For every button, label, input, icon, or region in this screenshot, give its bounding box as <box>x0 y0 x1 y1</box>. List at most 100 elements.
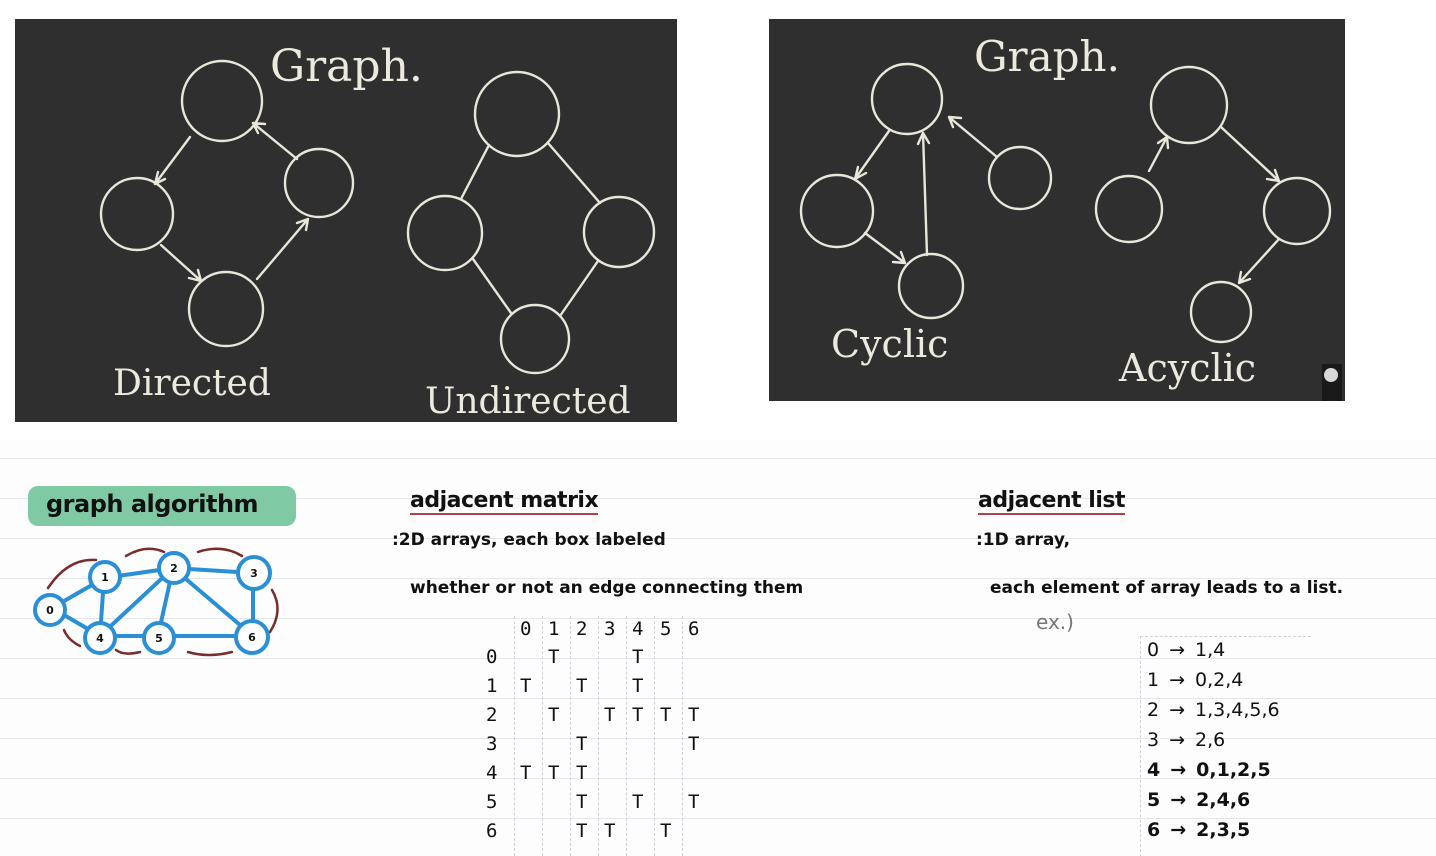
graph-node-label: 0 <box>46 604 54 617</box>
cyclic-node-left <box>799 173 875 249</box>
graph-arc-arrow <box>46 558 98 590</box>
matrix-row-header: 4 <box>486 762 498 784</box>
acyclic-edge-1 <box>1147 135 1170 173</box>
graph-arc-arrow <box>186 650 234 657</box>
example-label: ex.) <box>1036 610 1074 634</box>
ruled-line <box>0 778 1436 779</box>
ruled-line <box>0 538 1436 539</box>
list-row: 6→2,3,5 <box>1147 819 1250 841</box>
acyclic-node-top <box>1149 65 1229 145</box>
list-row-val: 0,1,2,5 <box>1196 759 1271 781</box>
matrix-row-header: 2 <box>486 704 498 726</box>
list-row-key: 6 <box>1147 819 1161 841</box>
matrix-gridline <box>542 616 543 856</box>
undirected-edge-1 <box>459 143 491 201</box>
directed-edge-arrow-3 <box>255 217 310 281</box>
matrix-gridline <box>682 616 683 856</box>
list-row: 3→2,6 <box>1147 729 1225 751</box>
acyclic-node-bottom <box>1189 280 1253 344</box>
graph-node-3 <box>236 555 272 591</box>
list-row: 1 → 0,2,4 <box>1147 669 1243 691</box>
cyclic-edge-4 <box>947 115 999 159</box>
matrix-gridline <box>514 616 515 856</box>
matrix-cell: T <box>576 791 588 813</box>
matrix-col-header: 4 <box>632 618 644 640</box>
matrix-row-header: 1 <box>486 675 498 697</box>
graph-node-label: 6 <box>248 631 256 644</box>
notebook-page: graph algorithm <box>0 440 1436 856</box>
matrix-col-header: 5 <box>660 618 672 640</box>
graph-node-label: 4 <box>96 632 104 645</box>
matrix-cell: T <box>548 762 560 784</box>
cyclic-node-right <box>987 145 1053 211</box>
list-row-val: 2,6 <box>1195 729 1226 751</box>
matrix-gridline <box>570 616 571 856</box>
ruled-line <box>0 698 1436 699</box>
list-row: 2→1,3,4,5,6 <box>1147 699 1280 721</box>
blackboard-directed-undirected: Graph. Directed Undirected <box>15 19 677 422</box>
matrix-cell: T <box>576 675 588 697</box>
list-row-arrow: → <box>1170 789 1187 811</box>
matrix-col-header: 2 <box>576 618 588 640</box>
matrix-cell: T <box>520 762 532 784</box>
graph-node-0 <box>33 593 67 627</box>
list-row-key: 2 <box>1147 699 1160 721</box>
ruled-line <box>0 618 1436 619</box>
cyclic-edge-3 <box>916 131 931 257</box>
list-row-arrow: → <box>1169 699 1186 721</box>
graph-node-label: 5 <box>155 632 163 645</box>
directed-node-left <box>99 176 175 252</box>
matrix-cell: T <box>632 675 644 697</box>
directed-edge-arrow-4 <box>251 121 299 161</box>
matrix-row-header: 6 <box>486 820 498 842</box>
graph-arc-arrow <box>114 648 142 655</box>
list-row-val: 2,3,5 <box>1196 819 1251 841</box>
list-row-key: 3 <box>1147 729 1160 751</box>
graph-arc-arrow <box>268 588 279 634</box>
directed-node-right <box>283 147 355 219</box>
list-description-1: :1D array, <box>976 530 1071 550</box>
list-row: 5→2,4,6 <box>1147 789 1250 811</box>
ruled-line <box>0 818 1436 819</box>
matrix-description-1: :2D arrays, each box labeled <box>392 530 666 550</box>
list-row-arrow: → <box>1169 669 1186 691</box>
notes-title: graph algorithm <box>46 490 259 518</box>
matrix-cell: T <box>576 820 588 842</box>
matrix-row-header: 0 <box>486 646 498 668</box>
list-row-val: 1,4 <box>1195 639 1226 661</box>
graph-node-label: 2 <box>170 562 178 575</box>
undirected-edge-2 <box>546 141 602 205</box>
list-description-2: each element of array leads to a list. <box>990 578 1344 598</box>
list-row-arrow: → <box>1170 759 1187 781</box>
list-row-val: 0,2,4 <box>1195 669 1244 691</box>
ruled-line <box>0 578 1436 579</box>
matrix-cell: T <box>576 733 588 755</box>
undirected-edge-3 <box>558 259 600 318</box>
graph-edge <box>98 566 175 638</box>
cyclic-node-bottom <box>897 252 965 320</box>
list-heading: adjacent list <box>978 488 1125 515</box>
graph-node-2 <box>157 551 191 585</box>
chalk-drawing-cyclic-acyclic: Graph. Cyclic Acyclic <box>799 32 1342 401</box>
list-row-key: 1 <box>1147 669 1160 691</box>
graph-arc-arrow <box>124 547 166 558</box>
ruled-line <box>0 498 1436 499</box>
matrix-cell: T <box>688 733 700 755</box>
label-acyclic: Acyclic <box>1118 346 1256 390</box>
ruled-line <box>0 738 1436 739</box>
board-left-title: Graph. <box>270 41 423 92</box>
matrix-cell: T <box>660 820 672 842</box>
ruled-line <box>0 458 1436 459</box>
chalk-drawing-directed-undirected: Graph. Directed Undirected <box>99 41 656 422</box>
undirected-node-left <box>406 194 484 272</box>
board-right-title: Graph. <box>974 32 1120 81</box>
list-row-key: 4 <box>1147 759 1161 781</box>
directed-node-top <box>180 59 264 143</box>
list-row-val: 2,4,6 <box>1196 789 1251 811</box>
matrix-col-header: 3 <box>604 618 616 640</box>
matrix-cell: T <box>548 646 560 668</box>
matrix-cell: T <box>604 820 616 842</box>
ruled-line <box>0 658 1436 659</box>
